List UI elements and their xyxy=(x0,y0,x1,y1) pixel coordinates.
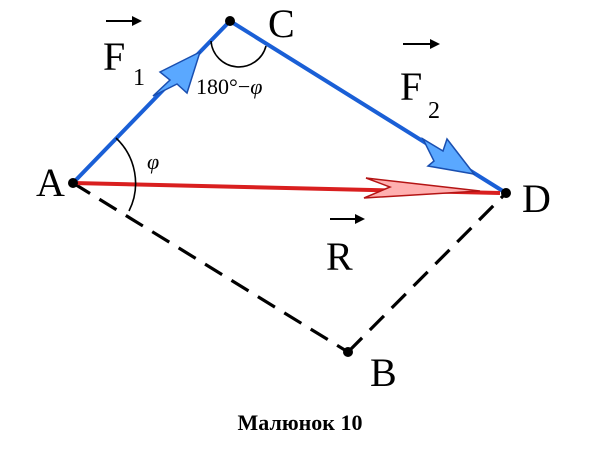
vector-f2-subscript: 2 xyxy=(428,98,440,124)
vector-f2-letter: F xyxy=(400,64,422,109)
dashed-line-AB xyxy=(72,181,349,354)
vector-r-letter: R xyxy=(326,234,353,279)
vector-label-f1: F 1 xyxy=(103,16,145,91)
point-label-c: C xyxy=(268,1,295,46)
angle-label-c: 180°−φ xyxy=(196,74,262,99)
vector-f1-subscript: 1 xyxy=(133,65,145,91)
point-c xyxy=(225,16,235,26)
vector-label-r: R xyxy=(326,214,365,279)
angle-arc-c xyxy=(210,40,267,68)
point-label-a: A xyxy=(36,160,65,205)
point-d xyxy=(501,188,511,198)
point-label-b: B xyxy=(370,350,397,395)
vector-r-arrowhead xyxy=(363,177,481,199)
vector-f1-letter: F xyxy=(103,34,125,79)
point-a xyxy=(68,178,78,188)
point-label-d: D xyxy=(522,176,551,221)
angle-label-a: φ xyxy=(147,149,159,174)
point-b xyxy=(343,347,353,357)
dashed-line-BD xyxy=(346,191,508,354)
angle-arc-a xyxy=(115,137,137,212)
vector-f1-overbar-head xyxy=(132,16,142,26)
angle-label-c-minus: − xyxy=(238,74,250,99)
vector-f1-arrowhead xyxy=(152,50,202,97)
angle-label-c-value: 180° xyxy=(196,74,238,99)
vector-label-f2: F 2 xyxy=(400,39,440,124)
vector-f2-arrowhead xyxy=(421,137,476,176)
vector-f1-line xyxy=(71,19,232,185)
angle-label-c-phi: φ xyxy=(250,74,262,99)
figure-caption: Малюнок 10 xyxy=(237,410,363,435)
vector-r-overbar-head xyxy=(355,214,365,224)
vector-f2-overbar-head xyxy=(430,39,440,49)
